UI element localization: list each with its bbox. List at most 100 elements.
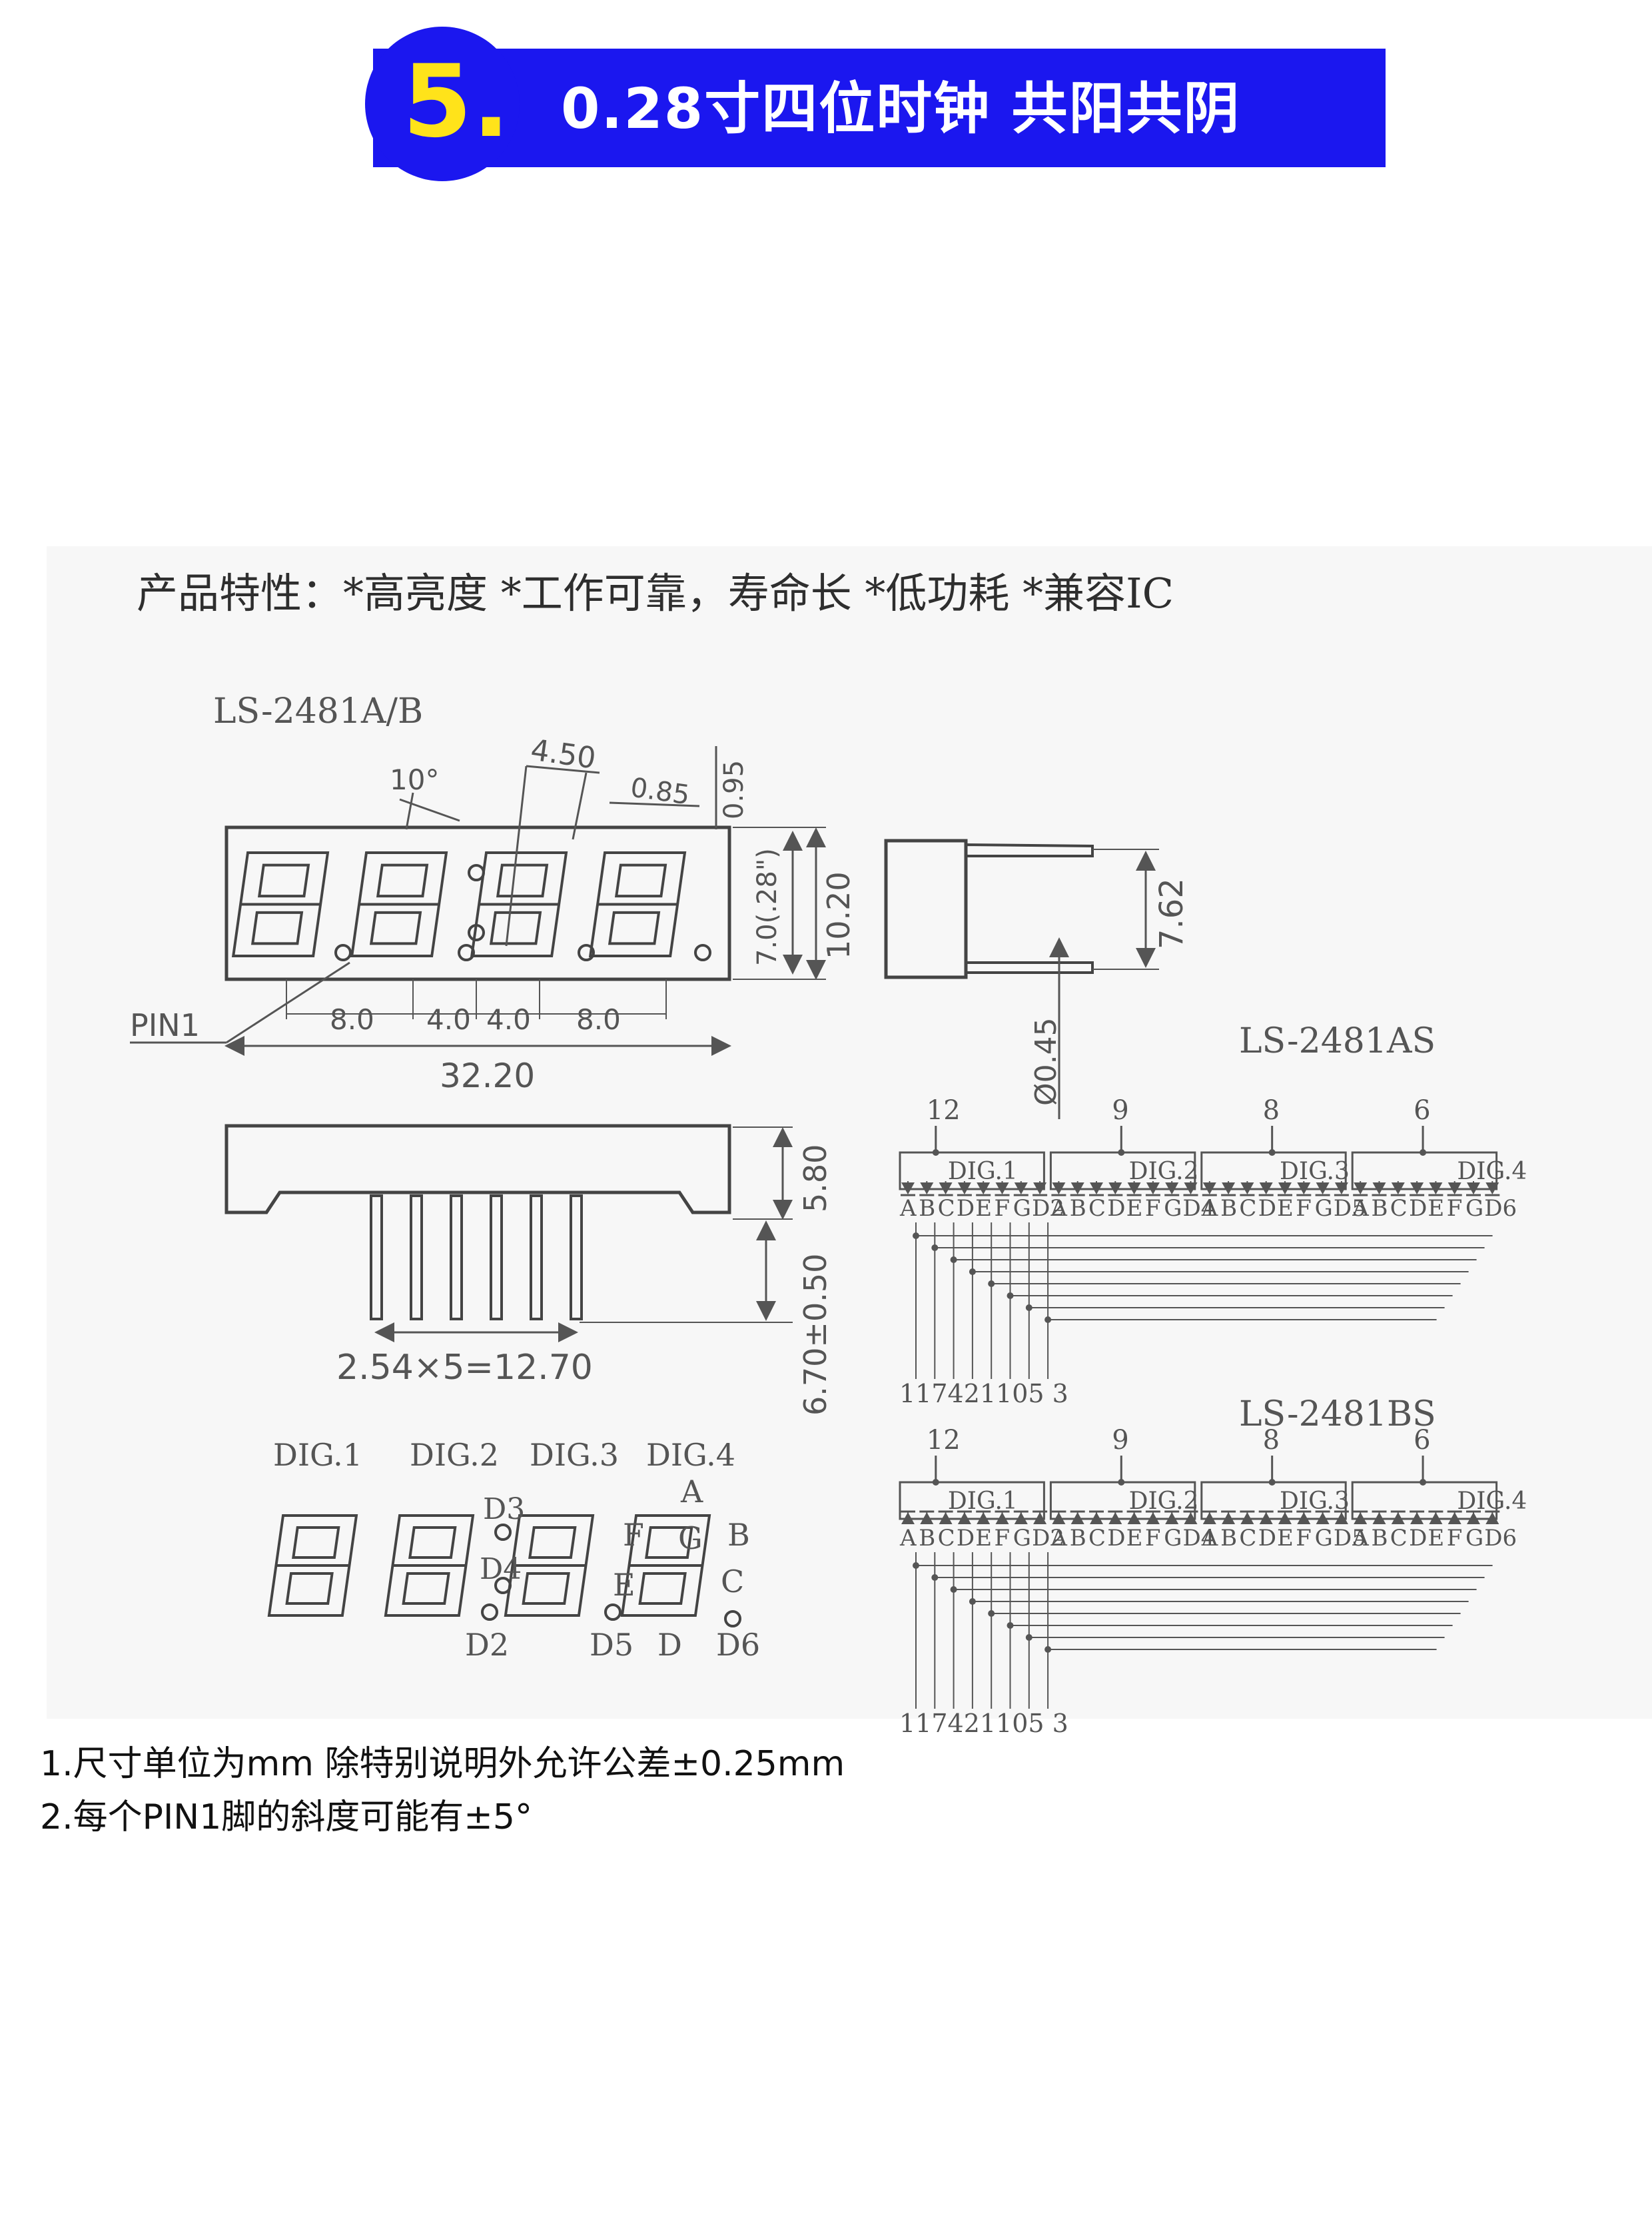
segment-label: E (1277, 1195, 1294, 1222)
led-diode (1052, 1512, 1066, 1524)
segment-label: F (1145, 1525, 1161, 1552)
led-diode (1090, 1512, 1103, 1524)
led-diode (1240, 1182, 1254, 1194)
segment-label: A (1201, 1525, 1218, 1552)
segment-label: C (1088, 1195, 1106, 1222)
seg-label-d3: D3 (483, 1492, 525, 1526)
digit-upper-window (292, 1526, 340, 1559)
digit-lower-window (250, 911, 304, 945)
decimal-point (578, 944, 595, 961)
digit-lower-window (402, 1572, 450, 1605)
seg-label-c: C (721, 1563, 744, 1599)
led-diode (1429, 1182, 1443, 1194)
digit-upper-window (645, 1526, 693, 1559)
seg-label-a: A (680, 1474, 703, 1510)
decimal-point (468, 864, 485, 881)
led-diode (920, 1182, 934, 1194)
segment-label: F (1447, 1525, 1463, 1552)
segment-label: G (1465, 1525, 1483, 1552)
digit-outline (620, 1514, 711, 1617)
junction-dot (950, 1256, 957, 1263)
segment-digit-3 (504, 1514, 595, 1617)
segment-label: D6 (1484, 1195, 1517, 1222)
junction-dot (1025, 1634, 1032, 1641)
led-diode (1184, 1182, 1198, 1194)
model-ab-label: LS-2481A/B (213, 691, 423, 731)
body-depth-dim: 5.80 (797, 1144, 833, 1212)
seg-label-d6: D6 (716, 1627, 760, 1663)
junction-dot (969, 1268, 976, 1275)
seg-label-g: G (678, 1520, 703, 1556)
front-digit-4 (588, 851, 687, 957)
led-diode (1127, 1512, 1141, 1524)
height-dim: 10.20 (821, 871, 857, 959)
segment-digit-4 (620, 1514, 711, 1617)
segment-digit-1 (267, 1514, 358, 1617)
segment-label: A (1050, 1525, 1067, 1552)
led-diode (1070, 1512, 1084, 1524)
segment-label: B (1220, 1525, 1237, 1552)
common-pin-number: 8 (1263, 1425, 1280, 1456)
segment-label: A (1201, 1195, 1218, 1222)
junction-dot (1268, 1149, 1276, 1156)
junction-dot (931, 1244, 939, 1251)
segment-label: G (1013, 1525, 1031, 1552)
junction-dot (931, 1574, 939, 1581)
digit-lower-window (522, 1572, 570, 1605)
seg-label-e: E (613, 1567, 635, 1603)
led-diode (939, 1182, 953, 1194)
led-diode (1334, 1182, 1348, 1194)
led-diode (901, 1182, 915, 1194)
led-diode (1222, 1182, 1236, 1194)
segment-label: E (1428, 1525, 1444, 1552)
junction-dot (932, 1479, 939, 1486)
segment-label: D (1409, 1525, 1427, 1552)
segment-label: B (919, 1525, 935, 1552)
led-diode (1259, 1512, 1273, 1524)
decimal-point (694, 944, 711, 961)
front-view-digits (231, 851, 711, 961)
segment-label: D4 (1183, 1525, 1216, 1552)
led-diode (957, 1512, 971, 1524)
segment-label: B (1070, 1195, 1086, 1222)
bottom-pin-numbers: 117421105 3 (899, 1709, 1068, 1738)
segment-label: G (1315, 1195, 1333, 1222)
digit-label: DIG.3 (1280, 1488, 1350, 1515)
segment-label: D (957, 1525, 975, 1552)
led-diode (1410, 1182, 1424, 1194)
led-diode (920, 1512, 934, 1524)
segment-label: D2 (1032, 1195, 1064, 1222)
segment-label: F (1296, 1195, 1312, 1222)
junction-dot (1118, 1479, 1125, 1486)
segment-label: D (957, 1195, 975, 1222)
segment-label: F (1296, 1525, 1312, 1552)
note-2: 2.每个PIN1脚的斜度可能有±5° (40, 1797, 532, 1837)
pitch-b-dim: 4.0 (426, 1003, 471, 1036)
front-digit-1 (231, 851, 330, 957)
pin-spacing-dim: 2.54×5=12.70 (336, 1348, 593, 1388)
digit-lower-window (638, 1572, 687, 1605)
led-diode (1127, 1182, 1141, 1194)
common-pin-number: 6 (1414, 1095, 1430, 1126)
led-diode (1334, 1512, 1348, 1524)
pin (450, 1194, 463, 1320)
led-diode (1354, 1512, 1368, 1524)
segment-label: C (1239, 1195, 1256, 1222)
digit-lower-window (369, 911, 422, 945)
led-diode (995, 1182, 1009, 1194)
junction-dot (950, 1586, 957, 1593)
bottom-pin-numbers: 117421105 3 (899, 1379, 1068, 1408)
common-pin-number: 8 (1263, 1095, 1280, 1126)
seg-label-d5: D5 (590, 1627, 633, 1663)
digit-label: DIG.4 (1457, 1488, 1527, 1515)
segment-label: B (1220, 1195, 1237, 1222)
segment-label: G (1465, 1195, 1483, 1222)
seg-label-d2: D2 (465, 1627, 509, 1663)
led-diode (1184, 1512, 1198, 1524)
led-diode (901, 1512, 915, 1524)
led-diode (1391, 1182, 1405, 1194)
led-diode (1070, 1182, 1084, 1194)
led-diode (1447, 1512, 1461, 1524)
led-diode (1090, 1182, 1103, 1194)
